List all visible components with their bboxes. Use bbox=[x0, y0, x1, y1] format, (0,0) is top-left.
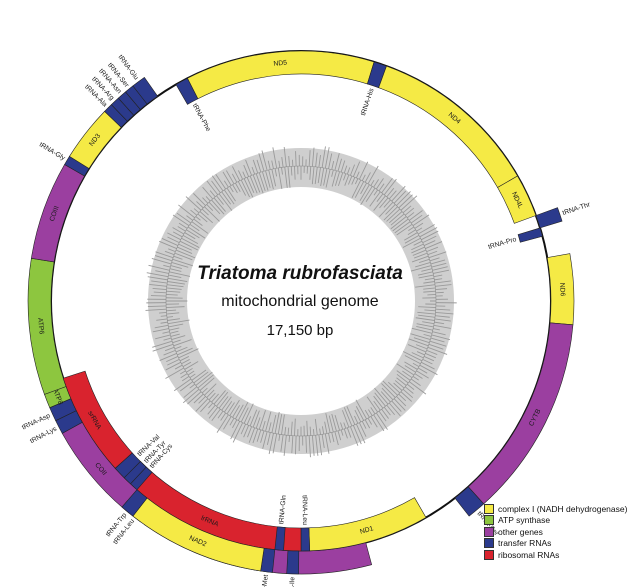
gene-label: tRNA-Gln bbox=[278, 495, 288, 525]
legend-item: ATP synthase bbox=[484, 515, 627, 527]
gene-trna-leu bbox=[300, 527, 311, 552]
legend-label: other genes bbox=[498, 526, 543, 537]
legend-item: other genes bbox=[484, 526, 627, 538]
gene-trna-ser bbox=[454, 486, 485, 517]
gene-label: tRNA-His bbox=[360, 87, 376, 117]
gene-label: tRNA-Gly bbox=[38, 141, 67, 162]
genome-subtitle: mitochondrial genome bbox=[221, 293, 379, 310]
gene-label: tRNA-Met bbox=[259, 574, 270, 587]
gene-label: ND1 bbox=[359, 525, 374, 536]
gene-label: ATP6 bbox=[36, 318, 45, 335]
gene-nd4 bbox=[378, 65, 518, 188]
gc-skew-bars bbox=[145, 146, 457, 458]
legend-swatch-complex1 bbox=[484, 503, 494, 514]
legend-label: complex I (NADH dehydrogenase) bbox=[498, 503, 627, 514]
legend: complex I (NADH dehydrogenase) ATP synth… bbox=[484, 503, 627, 561]
species-title: Triatoma rubrofasciata bbox=[197, 263, 403, 284]
gc-midline bbox=[165, 165, 437, 437]
gene-label: tRNA-Phe bbox=[191, 103, 212, 133]
gene-label: ND6 bbox=[558, 283, 566, 297]
gene-srrna bbox=[62, 370, 133, 469]
gene-label: tRNA-Ile bbox=[289, 577, 297, 587]
gene-label: ND5 bbox=[273, 60, 287, 68]
gene-label: tRNA-Leu bbox=[301, 495, 309, 525]
legend-item: transfer RNAs bbox=[484, 538, 627, 550]
gene-label: tRNA-Lys bbox=[29, 425, 58, 445]
gene-label: tRNA-Thr bbox=[562, 201, 592, 217]
gene-nd5 bbox=[187, 50, 375, 100]
legend-label: transfer RNAs bbox=[498, 538, 552, 549]
gene-trna-pro bbox=[517, 227, 543, 243]
gene-nd4l bbox=[497, 175, 537, 224]
gene-trna-glu bbox=[132, 76, 159, 105]
gene-cytb bbox=[467, 322, 574, 505]
genome-size: 17,150 bp bbox=[266, 322, 334, 339]
legend-swatch-trna bbox=[484, 538, 494, 549]
legend-swatch-rrna bbox=[484, 549, 494, 560]
gene-track: COItRNA-LeuCOIItRNA-LystRNA-AspATP8ATP6C… bbox=[21, 50, 592, 587]
legend-item: complex I (NADH dehydrogenase) bbox=[484, 503, 627, 515]
legend-item: ribosomal RNAs bbox=[484, 549, 627, 561]
gene-trna-gln bbox=[274, 526, 286, 551]
gene-trna-ile bbox=[286, 550, 300, 575]
gene-label: COIII bbox=[49, 205, 61, 222]
gene-trna-tyr bbox=[123, 461, 147, 485]
gene-label: tRNA-Pro bbox=[487, 236, 517, 251]
legend-swatch-other bbox=[484, 526, 494, 537]
legend-swatch-atp bbox=[484, 515, 494, 526]
gene-trna-thr bbox=[535, 207, 563, 229]
legend-label: ribosomal RNAs bbox=[498, 549, 560, 560]
legend-label: ATP synthase bbox=[498, 515, 551, 526]
gc-content-ring bbox=[145, 146, 457, 458]
